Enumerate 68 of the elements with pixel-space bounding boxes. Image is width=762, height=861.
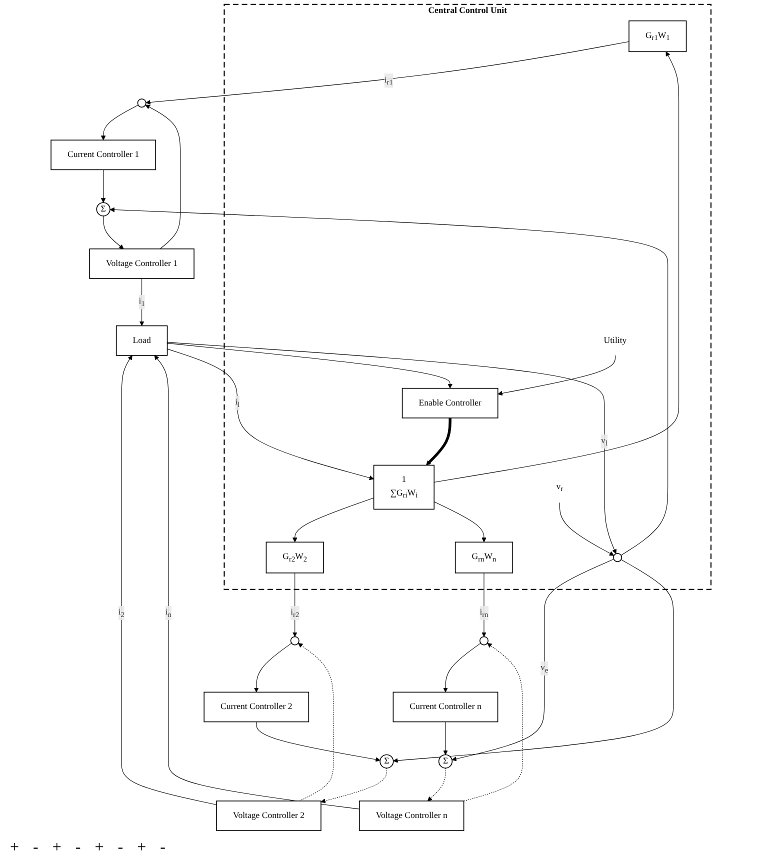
sign-label: - <box>33 839 38 857</box>
arrow <box>167 348 374 480</box>
arrow <box>292 572 298 637</box>
node-text: Utility <box>604 336 627 345</box>
node-box: Enable Controller <box>402 388 498 418</box>
edge-label: i$_{2}$ <box>118 608 124 619</box>
arrow <box>167 342 452 389</box>
arrow <box>100 169 106 203</box>
node-box: G$_{r1}$W$_{1}$ <box>628 20 687 52</box>
arrow <box>154 355 360 810</box>
node-circle <box>479 636 489 646</box>
arrow <box>434 501 486 542</box>
edge-label: v$_{l}$ <box>601 436 608 448</box>
node-box: Voltage Controller 2 <box>216 800 322 832</box>
edge-label: i$_{1}$ <box>138 296 145 308</box>
arrow <box>559 502 614 556</box>
sign-label: - <box>118 839 124 857</box>
sign-label: + <box>52 839 62 857</box>
arrow <box>443 722 448 755</box>
edge-label: i$_{rn}$ <box>480 608 488 619</box>
node-circle <box>137 98 146 108</box>
arrow <box>254 642 292 692</box>
node-box: Current Controller 1 <box>50 140 156 170</box>
arrow <box>298 642 334 802</box>
arrow <box>167 342 617 554</box>
node-circle <box>290 636 300 646</box>
arrow <box>498 355 616 396</box>
node-box: 1 ∑G$_{ri}$W$_{i}$ <box>373 464 435 510</box>
arrow <box>103 216 124 250</box>
arrow <box>146 41 630 105</box>
arrow <box>110 207 668 556</box>
arrow <box>320 768 387 804</box>
arrow <box>145 104 181 250</box>
sign-label: + <box>10 839 20 857</box>
edge-label: v$_{e}$ <box>540 663 548 674</box>
arrow <box>256 722 380 762</box>
arrow <box>464 642 523 802</box>
node-box: Load <box>116 325 168 356</box>
arrow <box>393 559 674 763</box>
sign-label: + <box>137 839 146 857</box>
arrow <box>452 558 614 762</box>
node-circle: Σ <box>380 754 394 768</box>
arrow <box>139 278 144 326</box>
sign-label: - <box>160 839 166 857</box>
arrow <box>427 768 446 802</box>
arrow <box>434 51 680 482</box>
node-box: G$_{rn}$W$_{n}$ <box>454 542 514 574</box>
node-circle: Σ <box>96 202 110 216</box>
arrow <box>443 642 481 692</box>
arrow <box>292 498 374 542</box>
node-text: v$_{r}$ <box>556 482 564 493</box>
node-box: Current Controller 2 <box>204 692 310 722</box>
arrow <box>121 355 217 805</box>
node-box: G$_{r2}$W$_{2}$ <box>266 542 324 574</box>
sign-label: - <box>75 839 81 857</box>
edge-label: i$_{n}$ <box>165 608 172 619</box>
node-box: Voltage Controller n <box>358 800 464 832</box>
arrow <box>482 572 486 637</box>
node-circle: Σ <box>438 754 453 768</box>
edge-label: i$_{r2}$ <box>290 608 300 619</box>
node-circle <box>613 553 622 562</box>
node-box: Current Controller n <box>392 692 498 722</box>
node-box: Voltage Controller 1 <box>89 248 194 279</box>
sign-label: + <box>94 839 104 857</box>
edge-label: i$_{r1}$ <box>384 75 393 86</box>
edge-label: i$_{l}$ <box>235 398 240 409</box>
arrow <box>426 418 452 466</box>
arrow <box>100 104 138 140</box>
